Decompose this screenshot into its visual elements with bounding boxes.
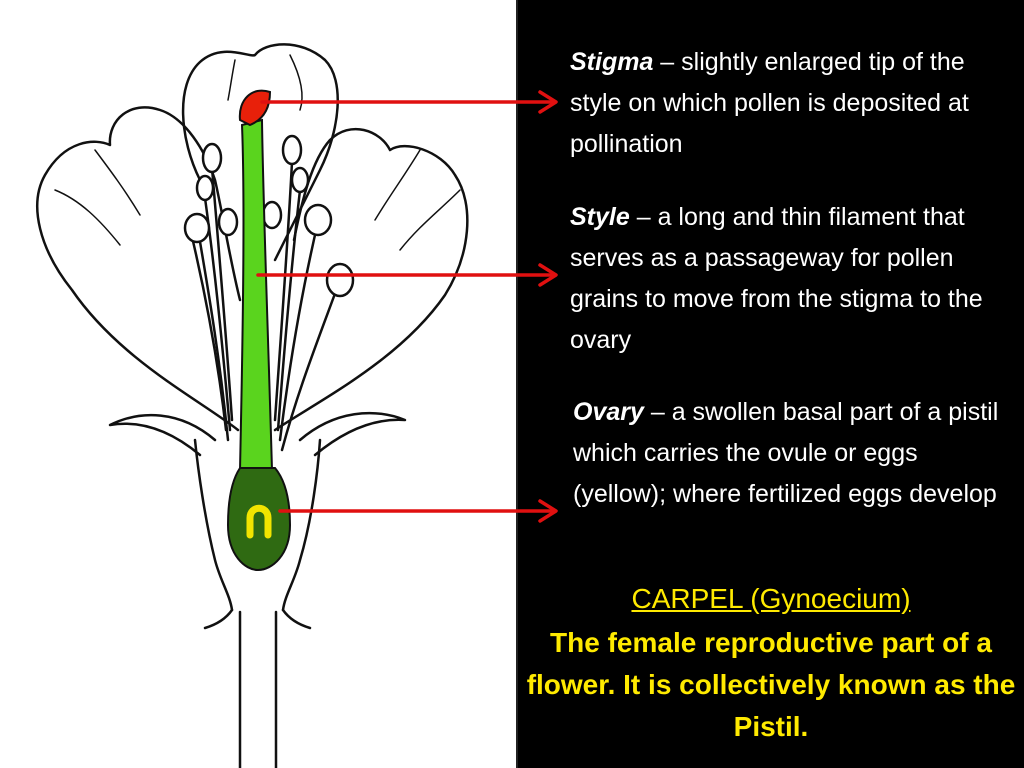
stigma-dash: – — [653, 48, 682, 76]
carpel-summary: CARPEL (Gynoecium) The female reproducti… — [518, 578, 1024, 748]
style-definition: Style – a long and thin filament that se… — [570, 197, 1010, 361]
summary-text: The female reproductive part of a flower… — [526, 627, 1016, 742]
ovary-definition: Ovary – a swollen basal part of a pistil… — [573, 392, 1003, 515]
style-part — [238, 118, 274, 471]
summary-title: CARPEL (Gynoecium) — [631, 583, 911, 614]
ovary-term: Ovary — [573, 398, 644, 426]
style-dash: – — [629, 203, 658, 231]
stem — [238, 610, 278, 768]
stigma-term: Stigma — [570, 48, 654, 76]
flower-tube — [193, 438, 234, 612]
left-petal — [36, 106, 242, 432]
ovary-text: a swollen basal part of a pistil which c… — [573, 398, 999, 508]
stigma-part — [238, 89, 272, 127]
ovule-part — [246, 504, 272, 539]
ovary-part — [226, 467, 292, 572]
style-text: a long and thin filament that serves as … — [570, 203, 983, 354]
stigma-text: slightly enlarged tip of the style on wh… — [570, 48, 969, 158]
ovary-dash: – — [643, 398, 672, 426]
style-term: Style — [570, 203, 630, 231]
right-petal — [273, 127, 469, 432]
stigma-definition: Stigma – slightly enlarged tip of the st… — [570, 42, 990, 165]
top-petal — [181, 43, 339, 262]
flower-diagram-panel — [0, 0, 558, 768]
